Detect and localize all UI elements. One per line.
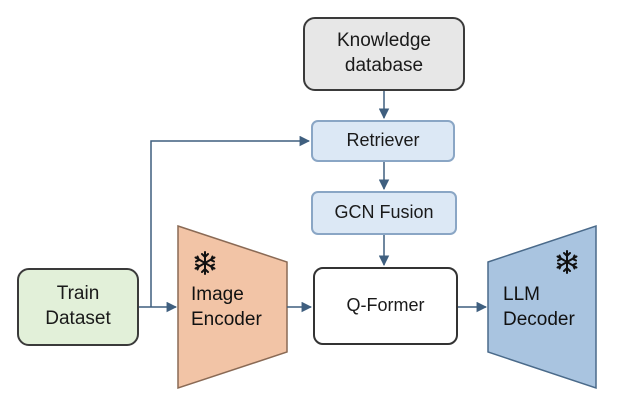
- q-former-label: Q-Former: [346, 295, 425, 316]
- q-former-node: Q-Former: [313, 267, 458, 345]
- gcn-fusion-label: GCN Fusion: [334, 202, 434, 223]
- retriever-label: Retriever: [346, 130, 420, 151]
- train-dataset-label-line1: Train: [56, 283, 100, 305]
- snowflake-icon: [194, 251, 216, 275]
- llm-decoder-label-line2: Decoder: [503, 308, 575, 330]
- knowledge-database-label-line2: database: [344, 55, 424, 76]
- knowledge-database-label-line1: Knowledge: [336, 30, 432, 52]
- llm-decoder-label: LLM Decoder: [503, 283, 575, 332]
- edge-dataset-to-retriever: [150, 135, 311, 307]
- gcn-fusion-node: GCN Fusion: [311, 191, 457, 235]
- image-encoder-label-line1: Image: [191, 284, 244, 305]
- train-dataset-label-line2: Dataset: [45, 308, 111, 329]
- train-dataset-node: Train Dataset: [17, 268, 139, 346]
- llm-decoder-label-line1: LLM: [503, 284, 540, 305]
- snowflake-icon: [556, 250, 578, 274]
- llm-decoder-shape: [487, 224, 597, 390]
- retriever-node: Retriever: [311, 120, 455, 162]
- image-encoder-label: Image Encoder: [191, 283, 262, 332]
- knowledge-database-node: Knowledge database: [303, 17, 465, 91]
- image-encoder-label-line2: Encoder: [191, 308, 262, 330]
